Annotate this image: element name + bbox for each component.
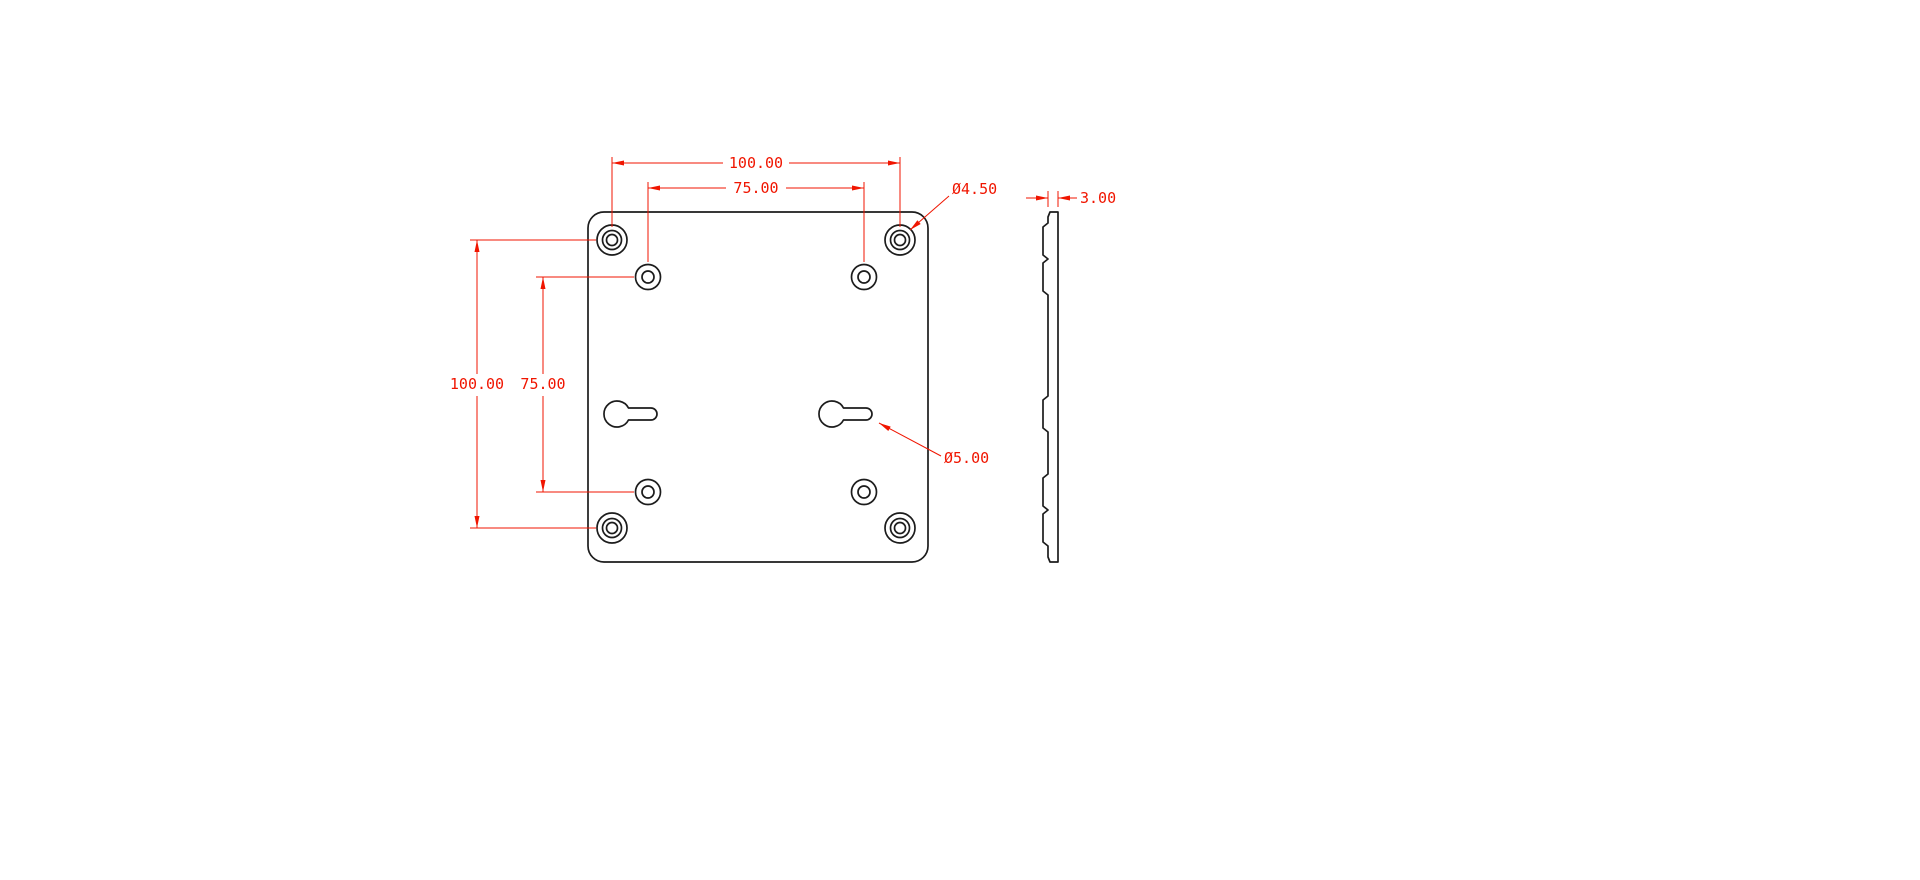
hole-outer-ring: [884, 512, 916, 544]
corner-hole-bottom-right: [884, 512, 916, 544]
hole-bore: [893, 233, 907, 247]
arrowhead-bottom: [540, 480, 546, 492]
hole-bore: [857, 270, 871, 284]
dim-width-inner-label: 75.00: [733, 179, 778, 197]
arrowhead-top: [474, 240, 480, 252]
inner-hole-top-right: [850, 263, 878, 291]
arrowhead-left: [648, 185, 660, 191]
dimensions: 100.00 75.00 100.00: [450, 154, 1116, 529]
dim-thickness-label: 3.00: [1080, 189, 1116, 207]
inner-hole-bottom-left: [634, 478, 662, 506]
side-profile: [1042, 211, 1059, 563]
arrowhead-right: [1058, 195, 1070, 201]
arrowhead-right: [852, 185, 864, 191]
arrowhead-right: [888, 160, 900, 166]
dim-thickness: 3.00: [1026, 189, 1116, 207]
inner-hole-top-left: [634, 263, 662, 291]
hole-bore: [857, 485, 871, 499]
hole-outer-ring: [596, 224, 628, 256]
dim-height-outer: 100.00: [450, 239, 596, 529]
hole-bore: [605, 521, 619, 535]
plate-outline: [587, 211, 929, 563]
keyhole-slot-left: [603, 400, 658, 428]
callout-keyhole: Ø5.00: [878, 422, 989, 467]
dim-height-outer-label: 100.00: [450, 375, 504, 393]
dim-width-inner: 75.00: [647, 179, 865, 262]
hole-bore: [641, 270, 655, 284]
arrowhead-bottom: [474, 516, 480, 528]
arrowhead-top: [540, 277, 546, 289]
corner-hole-top-left: [596, 224, 628, 256]
dim-width-outer-label: 100.00: [729, 154, 783, 172]
hole-outer-ring: [634, 478, 662, 506]
callout-corner-hole-label: Ø4.50: [952, 180, 997, 198]
leader-arrowhead: [910, 220, 921, 230]
dim-height-inner: 75.00: [520, 276, 634, 493]
front-view: [587, 211, 929, 563]
keyhole-slot-right: [818, 400, 873, 428]
hole-mid-ring: [889, 229, 911, 251]
callout-keyhole-label: Ø5.00: [944, 449, 989, 467]
hole-outer-ring: [634, 263, 662, 291]
corner-hole-bottom-left: [596, 512, 628, 544]
hole-bore: [641, 485, 655, 499]
hole-bore: [893, 521, 907, 535]
hole-outer-ring: [596, 512, 628, 544]
leader-arrowhead: [879, 423, 891, 431]
inner-hole-bottom-right: [850, 478, 878, 506]
hole-bore: [605, 233, 619, 247]
hole-outer-ring: [850, 478, 878, 506]
arrowhead-left: [612, 160, 624, 166]
dim-width-outer: 100.00: [611, 154, 901, 227]
hole-mid-ring: [601, 229, 623, 251]
side-view: [1042, 211, 1059, 563]
hole-outer-ring: [850, 263, 878, 291]
hole-mid-ring: [601, 517, 623, 539]
arrowhead-left: [1036, 195, 1048, 201]
callout-corner-hole: Ø4.50: [909, 180, 997, 231]
hole-mid-ring: [889, 517, 911, 539]
dim-height-inner-label: 75.00: [520, 375, 565, 393]
